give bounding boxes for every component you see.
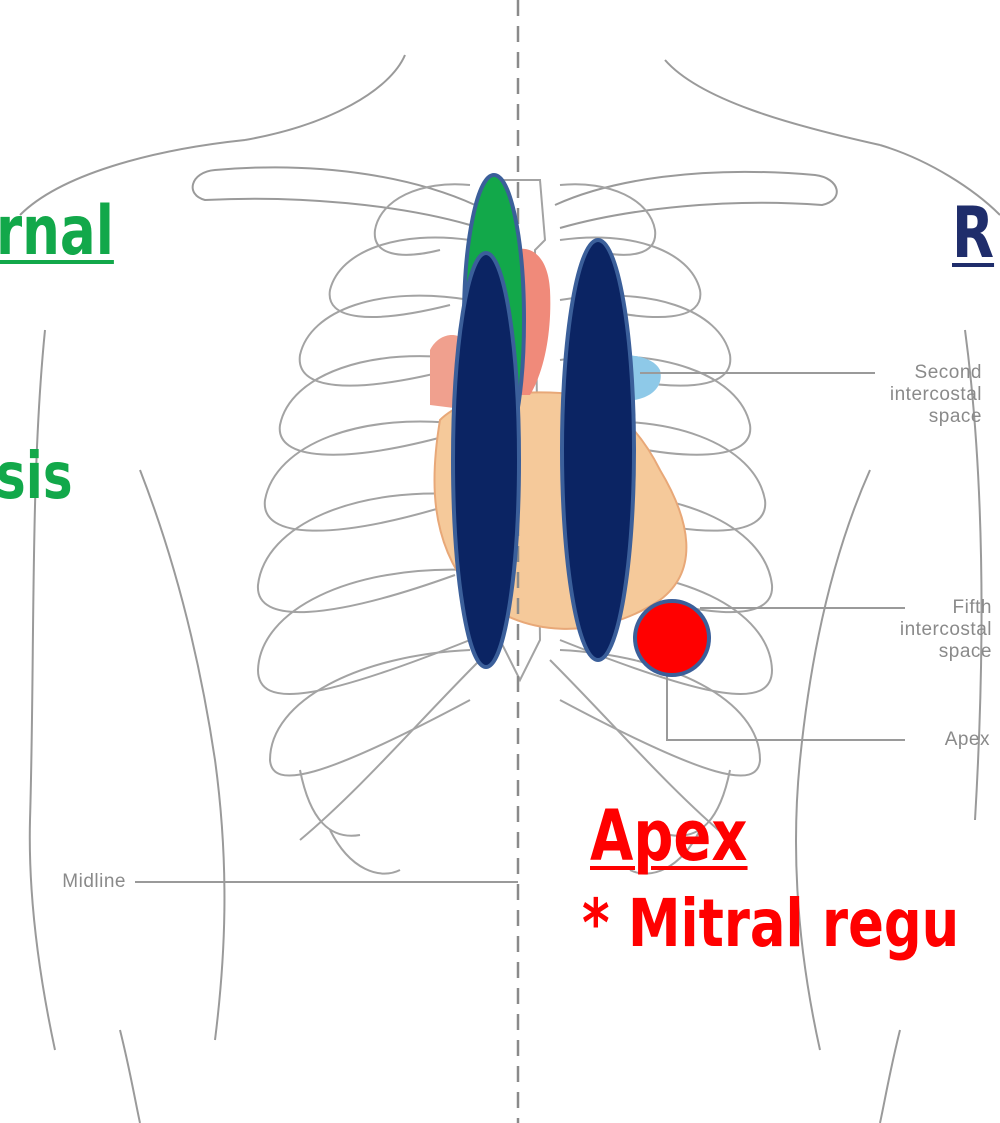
rib-left-10 bbox=[330, 830, 400, 874]
costal-margin-left bbox=[300, 660, 480, 840]
left-navy-ellipse bbox=[453, 253, 519, 667]
apex-item-text: * Mitral regu bbox=[582, 885, 959, 962]
left-heading-text: rnal bbox=[0, 192, 114, 271]
rib-left-2 bbox=[330, 237, 470, 317]
rib-left-1 bbox=[375, 184, 470, 255]
left-heading-partial: rnal bbox=[0, 192, 114, 271]
apex-label: Apex bbox=[905, 729, 990, 751]
right-navy-ellipse bbox=[562, 240, 634, 660]
left-item-text: sis bbox=[0, 440, 73, 514]
neck-right-line bbox=[665, 60, 880, 145]
second-ics-line2: intercostal bbox=[820, 384, 982, 406]
fifth-ics-line3: space bbox=[820, 641, 992, 663]
left-torso-line bbox=[140, 470, 224, 1040]
apex-heading: Apex bbox=[590, 795, 748, 877]
midline-label-text: Midline bbox=[62, 871, 126, 892]
fifth-ics-line2: intercostal bbox=[820, 619, 992, 641]
apex-red-circle bbox=[635, 601, 709, 675]
apex-leader bbox=[667, 670, 905, 740]
hip-right-line bbox=[880, 1030, 900, 1123]
second-ics-line1: Second bbox=[820, 362, 982, 384]
neck-left-line bbox=[245, 55, 405, 140]
markers bbox=[453, 175, 709, 675]
second-ics-label: Second intercostal space bbox=[820, 362, 982, 428]
rib-left-7 bbox=[258, 570, 470, 694]
left-item-partial: sis bbox=[0, 440, 73, 514]
right-heading-text: R bbox=[952, 192, 994, 274]
right-torso-line bbox=[796, 470, 870, 1050]
right-heading-partial: R bbox=[952, 192, 994, 274]
hip-left-line bbox=[120, 1030, 140, 1123]
clavicle-left bbox=[193, 167, 475, 225]
left-arm-line bbox=[30, 330, 55, 1050]
rib-left-8 bbox=[270, 650, 470, 776]
clavicle-right bbox=[555, 172, 837, 228]
fifth-ics-line1: Fifth bbox=[820, 597, 992, 619]
apex-item-partial: * Mitral regu bbox=[582, 885, 959, 962]
rib-left-9 bbox=[300, 770, 360, 836]
apex-label-text: Apex bbox=[945, 729, 990, 750]
apex-heading-text: Apex bbox=[590, 795, 748, 877]
fifth-ics-label: Fifth intercostal space bbox=[820, 597, 992, 663]
second-ics-line3: space bbox=[820, 406, 982, 428]
midline-label: Midline bbox=[8, 871, 126, 893]
